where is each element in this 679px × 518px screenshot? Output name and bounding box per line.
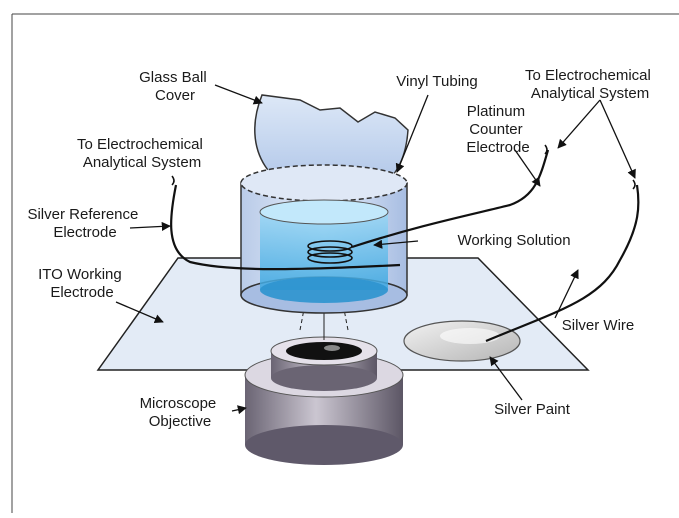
silver-reference-wire bbox=[170, 184, 401, 271]
lens-glint bbox=[324, 345, 340, 351]
objective-lens bbox=[286, 342, 362, 360]
microscope-objective bbox=[244, 336, 404, 465]
label-ito-working: ITO Working Electrode bbox=[38, 266, 126, 301]
silver-wire bbox=[485, 184, 640, 343]
label-working-solution: Working Solution bbox=[457, 232, 570, 249]
pointer-arrows bbox=[115, 84, 636, 415]
label-glass-ball-cover: Glass Ball Cover bbox=[139, 69, 211, 104]
working-solution bbox=[259, 199, 389, 303]
label-microscope-objective: Microscope Objective bbox=[140, 395, 221, 430]
label-silver-paint: Silver Paint bbox=[494, 401, 571, 418]
label-platinum-counter: Platinum Counter Electrode bbox=[466, 103, 529, 156]
label-silver-wire: Silver Wire bbox=[562, 317, 635, 334]
label-silver-reference: Silver Reference Electrode bbox=[27, 206, 142, 241]
label-to-eas-right: To Electrochemical Analytical System bbox=[525, 67, 655, 102]
wire-ends bbox=[171, 144, 636, 190]
label-to-eas-left: To Electrochemical Analytical System bbox=[77, 136, 207, 171]
objective-bottom bbox=[245, 425, 403, 465]
label-vinyl-tubing: Vinyl Tubing bbox=[396, 73, 477, 90]
objective-nose-bottom bbox=[271, 365, 377, 391]
silver-paint-highlight bbox=[440, 328, 500, 344]
